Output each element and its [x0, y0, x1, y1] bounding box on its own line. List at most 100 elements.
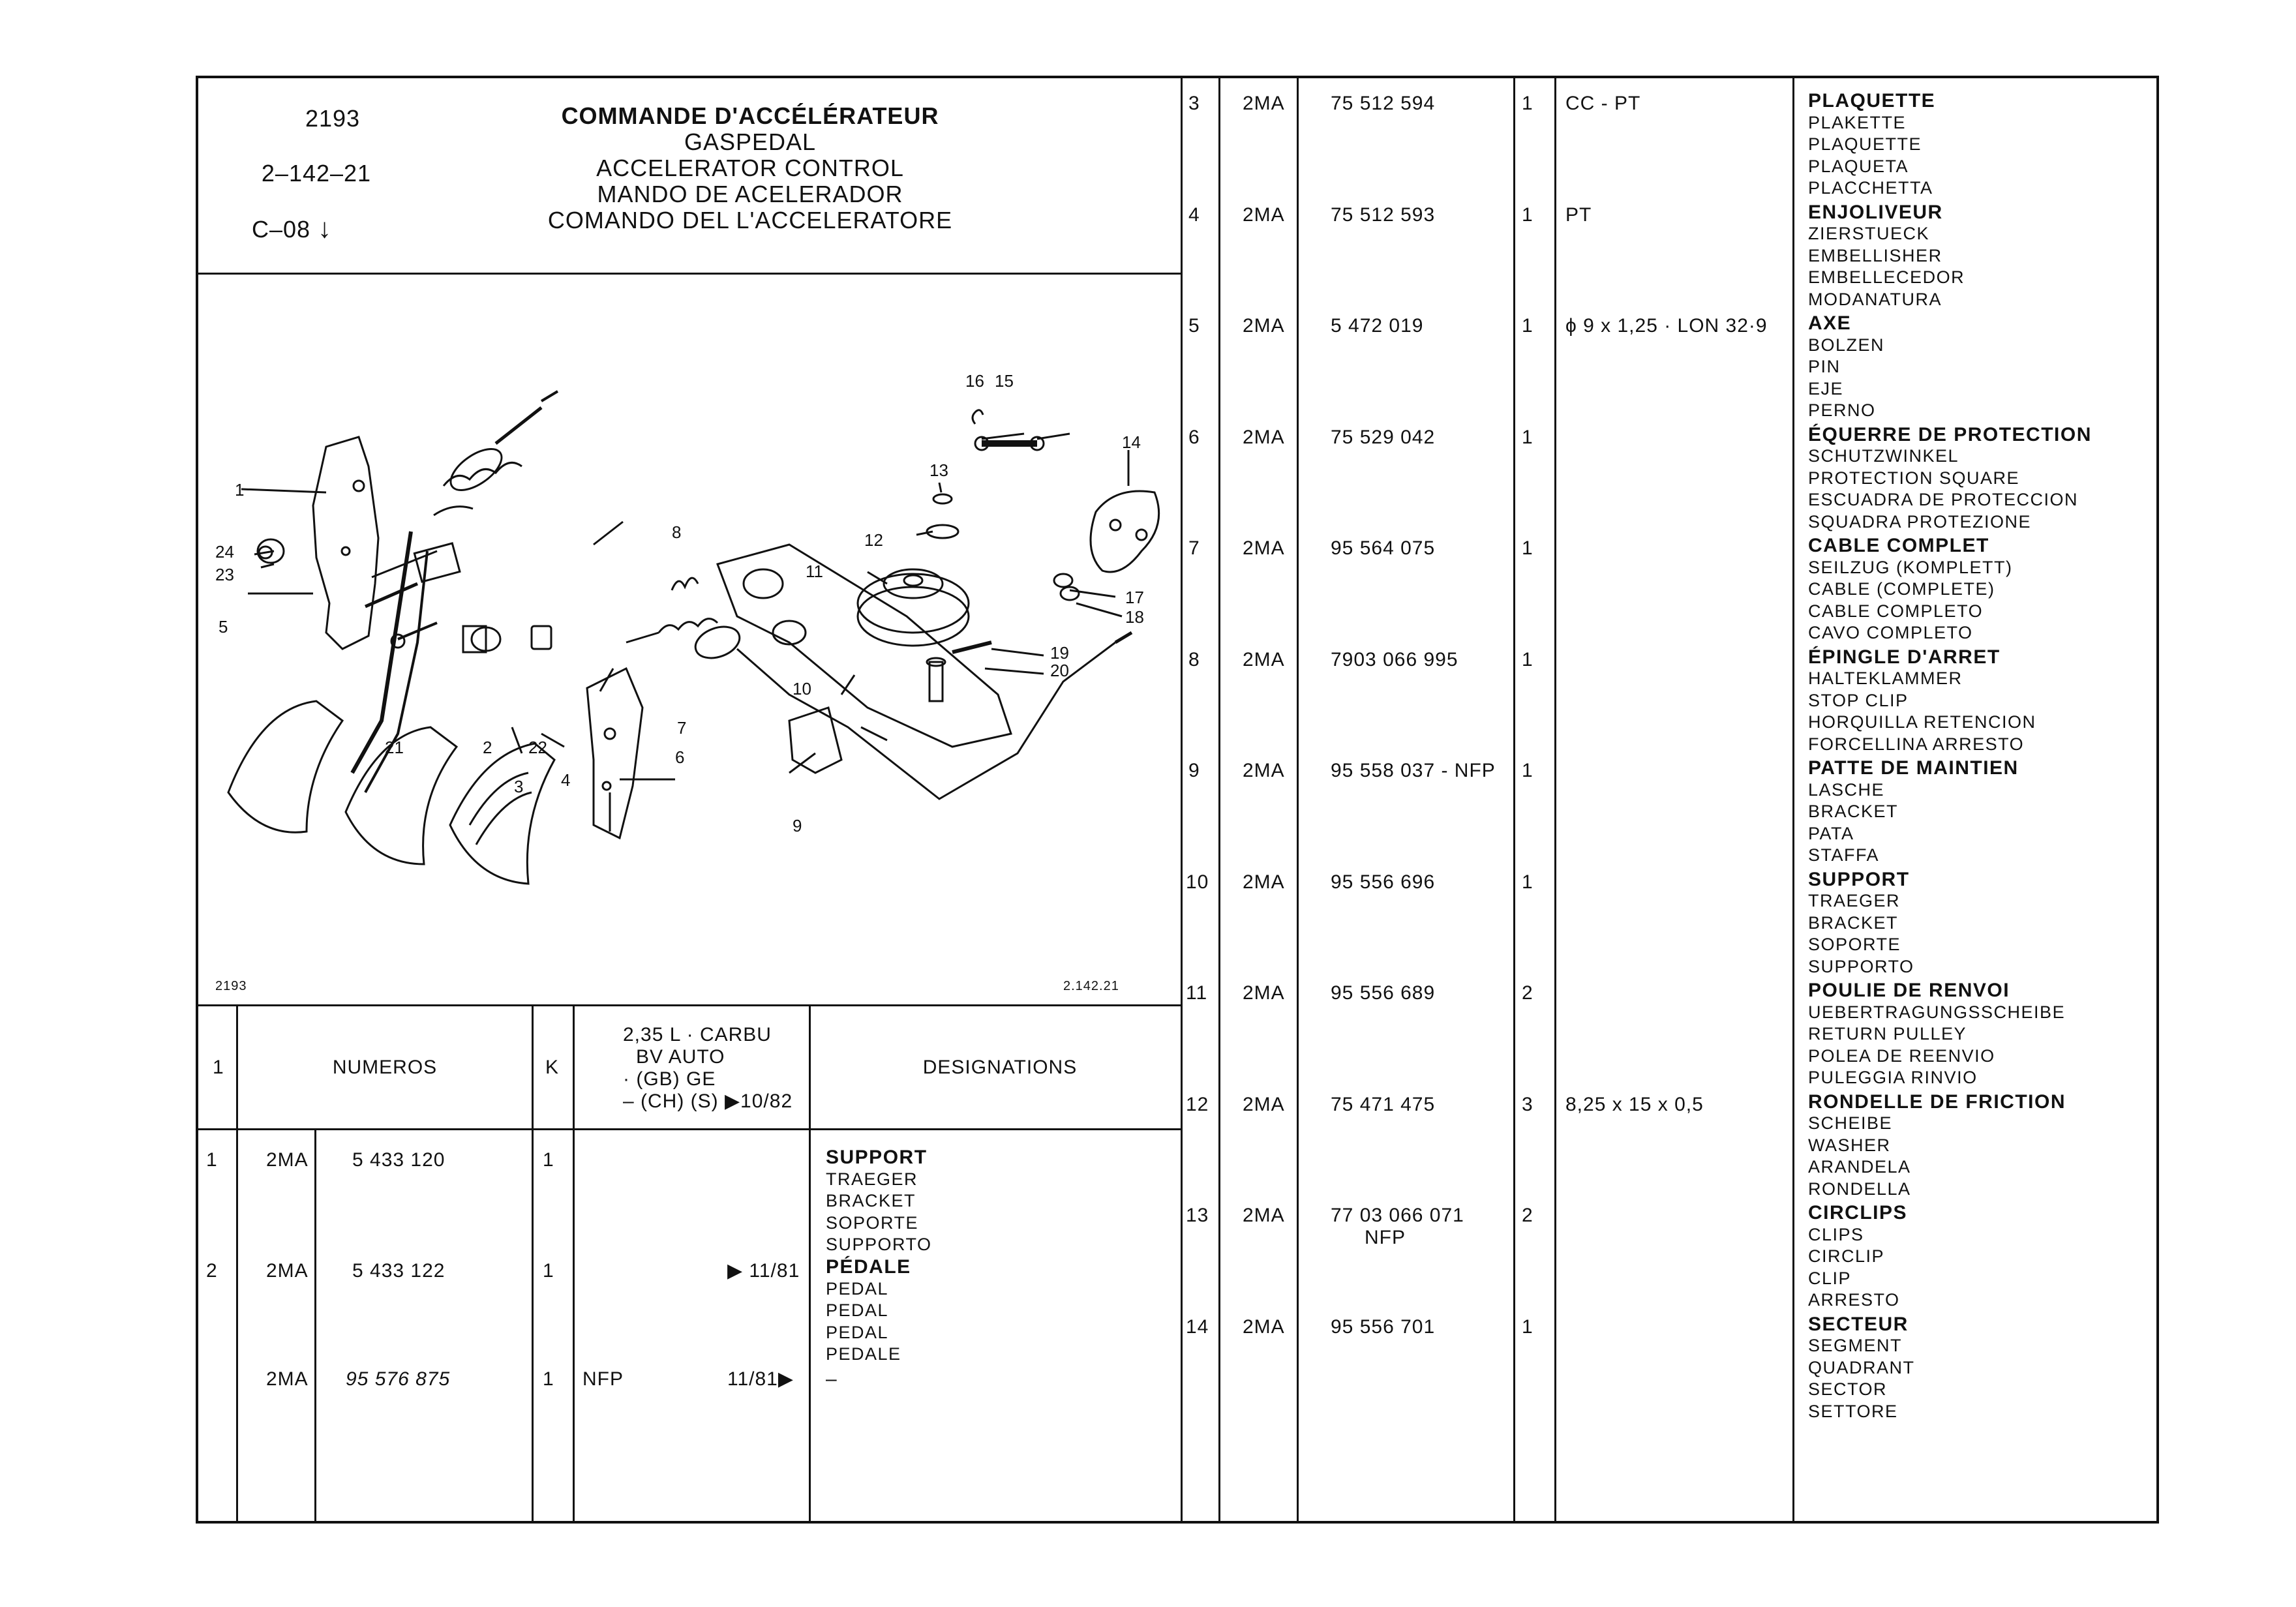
row-ref: 3 [1188, 93, 1200, 114]
row-qty: 1 [1522, 1315, 1533, 1338]
desig-it: PERNO [1808, 400, 1876, 420]
col-header-k: K [545, 1057, 560, 1078]
title-it: COMANDO DEL L'ACCELERATORE [547, 207, 953, 233]
desig-it: PEDALE [826, 1344, 901, 1364]
row-number: 95 556 689 [1331, 982, 1436, 1004]
desig-en: CABLE (COMPLETE) [1808, 579, 1995, 599]
callout-16: 16 [965, 371, 984, 391]
row-number: 75 529 042 [1331, 426, 1436, 448]
row-mark: 2MA [266, 1260, 309, 1282]
row-mark: 2MA [1243, 648, 1285, 670]
row-number: 95 576 875 [346, 1368, 451, 1390]
row-mark: 2MA [1243, 1205, 1285, 1226]
desig-en: BRACKET [1808, 912, 1899, 933]
row-spec: 8,25 x 15 x 0,5 [1565, 1093, 1704, 1115]
row-number: 95 558 037 - NFP [1331, 760, 1496, 781]
desig-es: SOPORTE [1808, 935, 1901, 954]
row-number: 75 512 594 [1331, 93, 1436, 114]
title-de: GASPEDAL [684, 128, 817, 155]
row-ref: 10 [1186, 871, 1209, 893]
row-mark: 2MA [1243, 760, 1285, 781]
row-mark: 2MA [1243, 871, 1285, 893]
row-mark: 2MA [1243, 982, 1285, 1004]
desig-de: PEDAL [826, 1278, 889, 1299]
desig-fr: ÉQUERRE DE PROTECTION [1808, 423, 2092, 445]
col-divider-4 [573, 1004, 575, 1524]
callout-8: 8 [672, 522, 681, 542]
desig-es: EJE [1808, 378, 1844, 398]
page-code: 2193 [305, 105, 361, 132]
title-fr: COMMANDE D'ACCÉLÉRATEUR [561, 102, 939, 129]
callout-2: 2 [483, 738, 492, 757]
row-qty: 1 [543, 1368, 554, 1390]
desig-fr: CIRCLIPS [1808, 1202, 1908, 1224]
callout-7: 7 [677, 718, 686, 738]
callout-10: 10 [793, 679, 811, 698]
row-ref: 2 [206, 1260, 218, 1282]
desig-es: ARANDELA [1808, 1157, 1911, 1177]
col-header-spec: 2,35 L · CARBU BV AUTO · (GB) GE – (CH) … [587, 1024, 796, 1113]
callout-18: 18 [1125, 607, 1144, 627]
row-number: 5 472 019 [1331, 315, 1424, 337]
desig-es: ESCUADRA DE PROTECCION [1808, 490, 2079, 509]
desig-es: SOPORTE [826, 1212, 919, 1233]
desig-en: BRACKET [826, 1191, 916, 1210]
desig-es: POLEA DE REENVIO [1808, 1045, 1995, 1066]
row-number: 77 03 066 071 [1331, 1205, 1464, 1226]
row-mark: 2MA [1243, 315, 1285, 337]
desig-en: PLAQUETTE [1808, 134, 1922, 154]
row-mark: 2MA [1243, 1315, 1285, 1338]
row-ref: 14 [1186, 1315, 1209, 1338]
row-qty: 1 [1522, 93, 1533, 114]
callout-17: 17 [1125, 588, 1144, 607]
spec-line-2: BV AUTO [636, 1046, 725, 1068]
desig-de: SCHUTZWINKEL [1808, 446, 1959, 466]
desig-it: PULEGGIA RINVIO [1808, 1068, 1978, 1087]
desig-en: PIN [1808, 357, 1841, 376]
callout-22: 22 [528, 738, 547, 757]
row-qty: 2 [1522, 1205, 1533, 1226]
desig-en: RETURN PULLEY [1808, 1024, 1967, 1044]
row-number: 95 556 696 [1331, 871, 1436, 893]
row-number: 7903 066 995 [1331, 648, 1458, 670]
desig-en: WASHER [1808, 1135, 1891, 1155]
desig-fr: AXE [1808, 312, 1852, 334]
desig-es: CLIP [1808, 1268, 1852, 1288]
row-ref: 13 [1186, 1205, 1209, 1226]
variant-label: C–08 ↓ [252, 215, 332, 243]
desig-es: SECTOR [1808, 1379, 1888, 1399]
row-ref: 11 [1186, 982, 1208, 1004]
desig-en: PEDAL [826, 1300, 889, 1320]
row-qty: 1 [1522, 760, 1533, 781]
desig-de: SEGMENT [1808, 1336, 1903, 1355]
row-ref: 8 [1188, 648, 1200, 670]
callout-15: 15 [995, 371, 1014, 391]
desig-fr: SUPPORT [1808, 868, 1910, 890]
desig-fr: ENJOLIVEUR [1808, 201, 1943, 223]
desig-it: CAVO COMPLETO [1808, 623, 1973, 642]
desig-en: EMBELLISHER [1808, 245, 1942, 265]
callout-4: 4 [561, 770, 570, 790]
callout-20: 20 [1050, 661, 1069, 680]
col-divider-2 [314, 1128, 316, 1524]
row-ref: 9 [1188, 760, 1200, 781]
right-col-divider-2 [1297, 76, 1299, 1524]
right-col-divider-5 [1792, 76, 1794, 1524]
row-ref: 1 [206, 1149, 218, 1171]
desig-it: FORCELLINA ARRESTO [1808, 734, 2025, 754]
desig-de: PLAKETTE [1808, 112, 1907, 132]
desig-fr: PÉDALE [826, 1256, 911, 1278]
title-es: MANDO DE ACELERADOR [597, 181, 903, 207]
callout-19: 19 [1050, 643, 1069, 663]
desig-fr: SECTEUR [1808, 1313, 1909, 1335]
callout-9: 9 [793, 816, 802, 835]
